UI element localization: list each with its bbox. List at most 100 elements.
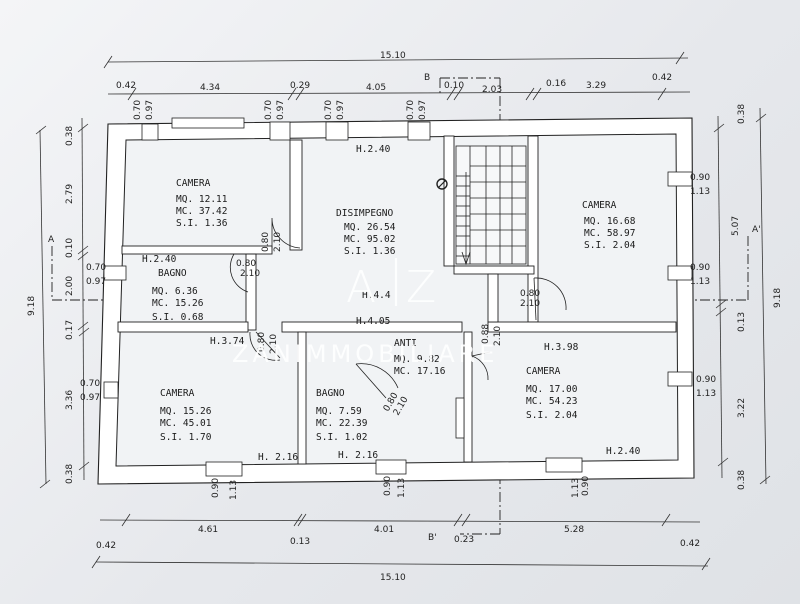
- section-marks: B B' A A': [48, 73, 761, 543]
- disimpegno-mq: MQ. 26.54: [344, 222, 396, 233]
- top-dim-6: 2.03: [482, 85, 502, 95]
- win-left1-b: 0.97: [86, 277, 106, 287]
- bottom-dim-5: 0.23: [454, 535, 474, 545]
- dimension-lines: [35, 51, 771, 571]
- camera2-si: S.I. 2.04: [584, 240, 636, 251]
- door3-b: 2.10: [269, 334, 279, 354]
- camera2-mq: MQ. 16.68: [584, 216, 636, 227]
- camera4-h2: H.2.40: [606, 446, 641, 457]
- camera4-h: H.3.98: [544, 342, 579, 353]
- camera2-name: CAMERA: [582, 200, 617, 211]
- door5-b: 2.10: [493, 326, 503, 346]
- win-top2-a: 0.70: [264, 100, 274, 120]
- doors: [229, 217, 567, 399]
- win-left2-b: 0.97: [80, 393, 100, 403]
- win-right1-a: 0.90: [690, 173, 710, 183]
- disimpegno-h1: H.2.40: [356, 144, 391, 155]
- camera4-name: CAMERA: [526, 366, 561, 377]
- windows: [103, 117, 693, 477]
- bagno2-name: BAGNO: [316, 388, 345, 399]
- anti-mq: MQ. 9.82: [394, 354, 440, 365]
- bottom-dim-6: 5.28: [564, 525, 584, 535]
- bagno1-h: H.2.40: [142, 254, 177, 265]
- disimpegno-name: DISIMPEGNO: [336, 208, 393, 219]
- staircase: [455, 145, 527, 266]
- door2-a: 0.80: [236, 259, 256, 269]
- door6-b: 2.10: [520, 299, 540, 309]
- top-dim-2: 4.34: [200, 83, 220, 93]
- dimension-labels: 15.10 0.42 4.34 0.29 4.05 0.10 2.03 0.16…: [96, 51, 700, 583]
- win-right3-a: 0.90: [696, 375, 716, 385]
- watermark: A Z ZANIMMOBILIARE: [232, 258, 498, 368]
- door3-a: 0.80: [257, 332, 267, 352]
- camera1-mc: MC. 37.42: [176, 206, 227, 217]
- door1-b: 2.10: [273, 232, 283, 252]
- section-b-top: B: [424, 73, 430, 83]
- section-a-right: A': [752, 225, 761, 235]
- camera3-name: CAMERA: [160, 388, 195, 399]
- right-dim-1: 0.38: [737, 104, 747, 124]
- watermark-brand: ZANIMMOBILIARE: [232, 340, 498, 368]
- camera4-si: S.I. 2.04: [526, 410, 578, 421]
- bagno2-mc: MC. 22.39: [316, 418, 368, 429]
- camera3-h: H.3.74: [210, 336, 245, 347]
- left-dim-3: 0.10: [65, 238, 75, 258]
- win-right3-b: 1.13: [696, 389, 716, 399]
- top-dim-7: 0.16: [546, 79, 566, 89]
- top-dim-5: 0.10: [444, 81, 464, 91]
- watermark-logo-z: Z: [406, 262, 436, 313]
- win-top3-a: 0.70: [324, 100, 334, 120]
- watermark-logo-a: A: [346, 262, 376, 313]
- section-a-left: A: [48, 235, 55, 245]
- win-bot3-b: 1.13: [571, 478, 581, 498]
- win-bot2-b: 1.13: [397, 478, 407, 498]
- disimpegno-h3: H.4.05: [356, 316, 390, 327]
- room-bagno-1: H.2.40 BAGNO MQ. 6.36 MC. 15.26 S.I. 0.6…: [142, 254, 204, 323]
- door1-a: 0.80: [261, 232, 271, 252]
- left-dim-2: 2.79: [65, 184, 75, 204]
- bagno2-si: S.I. 1.02: [316, 432, 367, 443]
- camera1-si: S.I. 1.36: [176, 218, 228, 229]
- camera1-mq: MQ. 12.11: [176, 194, 228, 205]
- room-camera-2: CAMERA MQ. 16.68 MC. 58.97 S.I. 2.04: [582, 200, 636, 251]
- top-dim-1: 0.42: [116, 81, 136, 91]
- camera3-mq: MQ. 15.26: [160, 406, 212, 417]
- overall-left-dim: 9.18: [27, 296, 37, 316]
- camera3-si: S.I. 1.70: [160, 432, 212, 443]
- right-dim-2: 5.07: [731, 216, 741, 236]
- right-dim-3: 0.13: [737, 312, 747, 332]
- bagno2-h: H. 2.16: [338, 450, 378, 461]
- win-bot2-a: 0.90: [383, 476, 393, 496]
- win-bot1-a: 0.90: [211, 478, 221, 498]
- right-dim-4: 3.22: [737, 398, 747, 418]
- room-camera-1: CAMERA MQ. 12.11 MC. 37.42 S.I. 1.36: [176, 178, 228, 229]
- camera3-mc: MC. 45.01: [160, 418, 212, 429]
- top-dim-9: 0.42: [652, 73, 672, 83]
- camera4-mq: MQ. 17.00: [526, 384, 578, 395]
- bottom-dim-2: 4.61: [198, 525, 218, 535]
- top-dim-8: 3.29: [586, 81, 606, 91]
- door-labels: 0.80 2.10 0.80 2.10 0.80 2.10 0.80 2.10 …: [236, 232, 540, 418]
- room-bagno-2: BAGNO MQ. 7.59 MC. 22.39 S.I. 1.02 H. 2.…: [316, 388, 378, 461]
- camera2-mc: MC. 58.97: [584, 228, 635, 239]
- left-dim-5: 0.17: [65, 320, 75, 340]
- anti-mc: MC. 17.16: [394, 366, 446, 377]
- left-dim-1: 0.38: [65, 126, 75, 146]
- overall-top-dim: 15.10: [380, 51, 406, 61]
- left-dim-7: 0.38: [65, 464, 75, 484]
- right-dim-5: 0.38: [737, 470, 747, 490]
- drain-icon: [436, 178, 448, 190]
- camera3-h2: H. 2.16: [258, 452, 298, 463]
- win-left2-a: 0.70: [80, 379, 100, 389]
- win-right2-b: 1.13: [690, 277, 710, 287]
- bagno1-si: S.I. 0.68: [152, 312, 204, 323]
- left-dim-4: 2.00: [65, 276, 75, 296]
- win-top4-a: 0.70: [406, 100, 416, 120]
- door5-a: 0.88: [481, 324, 491, 344]
- win-top1-b: 0.97: [145, 100, 155, 120]
- side-window-labels: 0.70 0.97 0.70 0.97 0.90 1.13 0.90 1.13 …: [80, 173, 716, 403]
- disimpegno-mc: MC. 95.02: [344, 234, 395, 245]
- room-anti: ANTI MQ. 9.82 MC. 17.16: [394, 338, 446, 377]
- bottom-dim-4: 4.01: [374, 525, 394, 535]
